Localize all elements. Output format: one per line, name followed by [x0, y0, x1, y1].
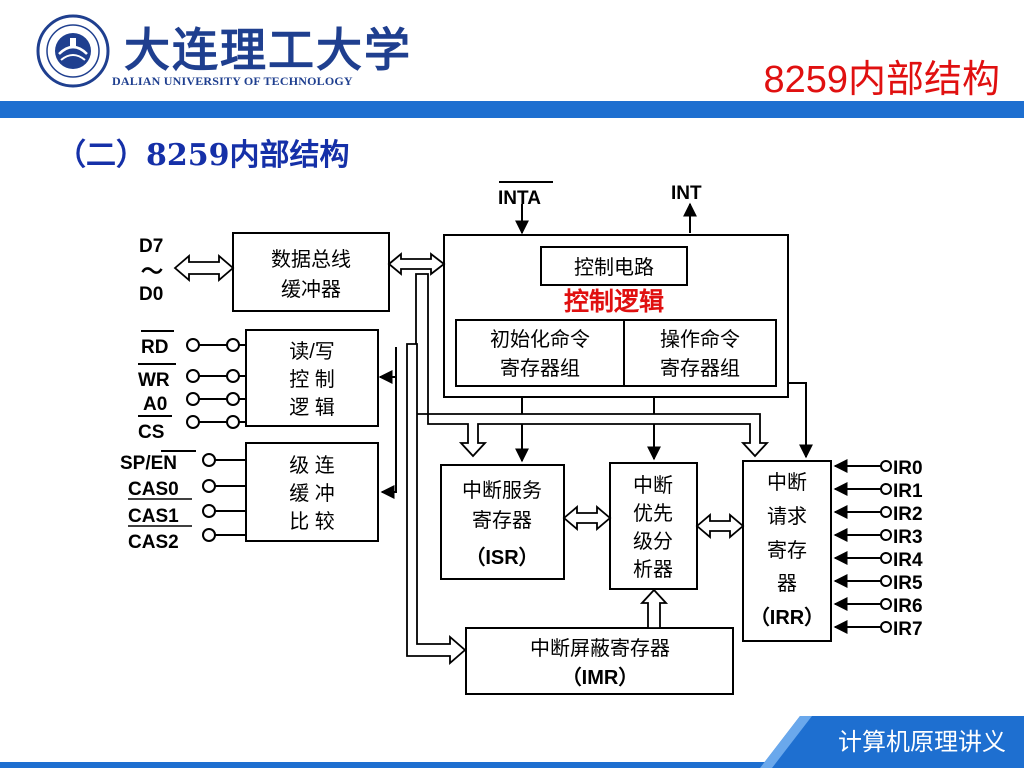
- ir0-label: IR0: [893, 458, 923, 479]
- internal-data-bus-arrow: [387, 252, 446, 276]
- data-bus-buffer-block: [232, 232, 390, 312]
- imr-label-2: （IMR）: [562, 666, 639, 689]
- ir5-label: IR5: [893, 573, 923, 594]
- cascade-buffer-block: [245, 442, 379, 542]
- isr-priority-arrow: [562, 505, 612, 531]
- ir-input-arrows: [833, 459, 882, 634]
- rw-logic-block: [245, 329, 379, 427]
- control-logic-label: 控制逻辑: [564, 288, 664, 316]
- header-divider-bar: [0, 101, 1024, 118]
- imr-to-priority-arrow: [639, 588, 669, 629]
- rw-label-1: 读/写: [289, 340, 335, 363]
- inta-label: INTA: [498, 188, 541, 209]
- icw-label-1: 初始化命令: [490, 328, 590, 351]
- bus-to-cascade-arrow: [380, 347, 397, 499]
- data-buffer-label-1: 数据总线: [271, 248, 351, 271]
- rw-label-2: 控 制: [289, 368, 335, 391]
- rd-label: RD: [141, 337, 168, 358]
- irr-label-2: 请求: [767, 505, 807, 528]
- data-buffer-label-2: 缓冲器: [281, 278, 341, 301]
- university-logo-en: DALIAN UNIVERSITY OF TECHNOLOGY: [112, 74, 353, 88]
- priority-label-2: 优先: [633, 502, 673, 525]
- internal-bus-to-imr-arrow: [406, 343, 467, 665]
- cascade-label-1: 级 连: [289, 454, 335, 477]
- cascade-pins: [202, 453, 246, 542]
- cascade-label-2: 缓 冲: [289, 482, 335, 505]
- ir7-label: IR7: [893, 619, 923, 640]
- imr-label-1: 中断屏蔽寄存器: [530, 637, 670, 660]
- tilde-label: ～: [141, 259, 163, 284]
- cascade-label-3: 比 较: [289, 510, 335, 533]
- isr-block: [440, 464, 565, 580]
- cs-label: CS: [138, 422, 164, 443]
- a0-label: A0: [143, 394, 167, 415]
- ir1-label: IR1: [893, 481, 923, 502]
- int-label: INT: [671, 183, 702, 204]
- cas0-label: CAS0: [128, 479, 179, 500]
- d0-label: D0: [139, 284, 163, 305]
- slide-title: 8259内部结构: [763, 59, 1000, 101]
- icw-label-2: 寄存器组: [500, 357, 580, 380]
- irr-label-5: （IRR）: [750, 606, 824, 629]
- section-subtitle: （二）8259内部结构: [56, 138, 350, 173]
- ocw-label-2: 寄存器组: [660, 357, 740, 380]
- control-logic-block: [443, 234, 789, 398]
- cas2-label: CAS2: [128, 532, 179, 553]
- data-bus-external-arrow: [173, 254, 235, 282]
- spen-label: SP/EN: [120, 453, 177, 474]
- wr-label: WR: [138, 370, 170, 391]
- footer-course-title: 计算机原理讲义: [838, 728, 1006, 756]
- ocw-register-block: [623, 319, 777, 387]
- university-logo-cn: 大连理工大学: [124, 23, 412, 77]
- irr-label-1: 中断: [767, 471, 807, 494]
- cas1-label: CAS1: [128, 506, 179, 527]
- ir2-label: IR2: [893, 504, 923, 525]
- priority-irr-arrow: [695, 513, 745, 539]
- imr-block: [465, 627, 734, 695]
- ir6-label: IR6: [893, 596, 923, 617]
- control-circuit-label: 控制电路: [574, 256, 654, 279]
- isr-label-1: 中断服务: [462, 479, 542, 502]
- isr-label-3: （ISR）: [465, 546, 538, 569]
- priority-label-1: 中断: [633, 474, 673, 497]
- isr-label-2: 寄存器: [472, 509, 532, 532]
- irr-label-3: 寄存: [767, 539, 807, 562]
- control-circuit-block: [540, 246, 688, 286]
- ctrl-to-irr-arrow: [788, 382, 813, 459]
- internal-bus-to-isr-arrow: [415, 273, 770, 458]
- ocw-label-1: 操作命令: [660, 328, 740, 351]
- priority-label-4: 析器: [633, 558, 673, 581]
- rw-pins: [186, 338, 246, 429]
- irr-block: [742, 460, 832, 642]
- irr-label-4: 器: [777, 573, 797, 595]
- ir-input-pins: [880, 460, 892, 633]
- d7-label: D7: [139, 236, 163, 257]
- slide-footer: [0, 716, 1024, 768]
- priority-label-3: 级分: [633, 530, 673, 553]
- rw-label-3: 逻 辑: [289, 396, 335, 419]
- ir3-label: IR3: [893, 527, 923, 548]
- ir4-label: IR4: [893, 550, 923, 571]
- slide-header: 大连理工大学 DALIAN UNIVERSITY OF TECHNOLOGY 8…: [0, 0, 1024, 101]
- university-seal-icon: [36, 14, 110, 88]
